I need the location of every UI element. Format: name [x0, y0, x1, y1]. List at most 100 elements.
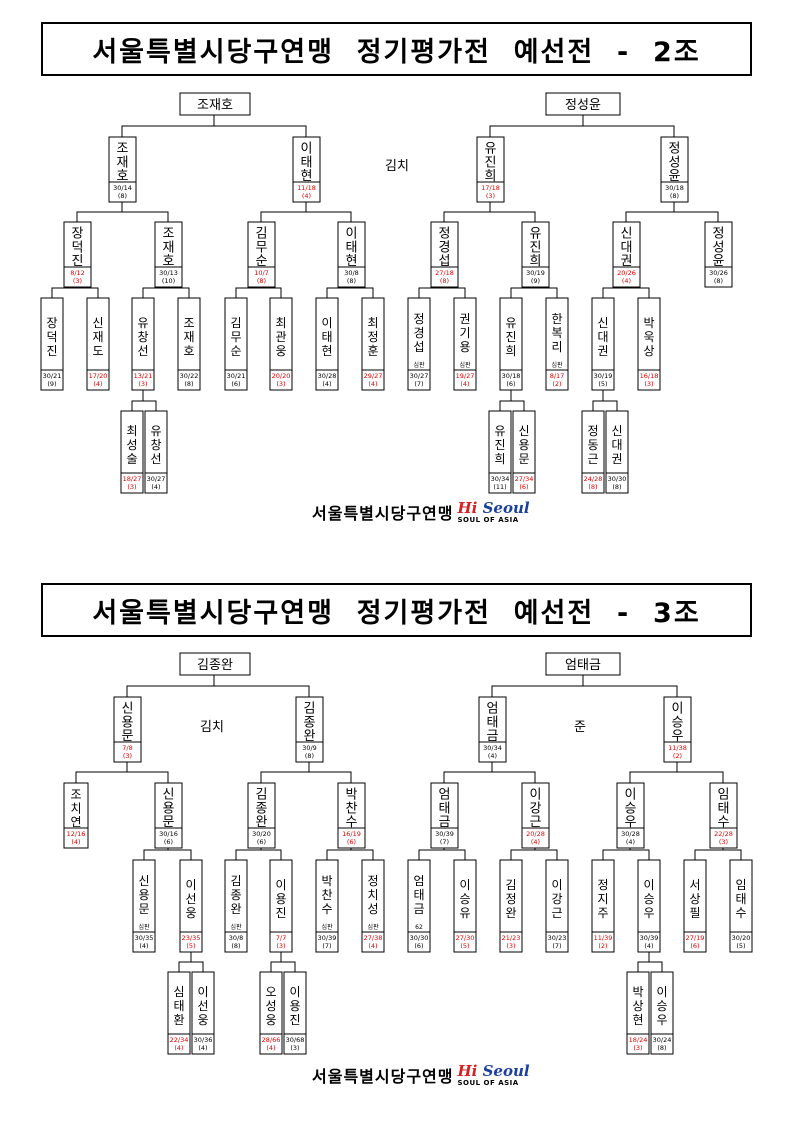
player-rank: (6)	[690, 942, 699, 950]
footer-brand: 서울특별시당구연맹	[312, 1067, 454, 1086]
player-score: 30/18	[665, 184, 684, 192]
player-rank: (8)	[118, 192, 127, 200]
player-box-frame	[637, 859, 661, 953]
player-box-frame	[660, 136, 689, 203]
bracket-connector	[489, 125, 675, 137]
player-score: 11/38	[668, 744, 687, 752]
player-box-frame	[154, 782, 183, 849]
player-rank: (6)	[347, 838, 356, 846]
player-score: 30/21	[227, 372, 246, 380]
player-rank: (2)	[552, 380, 561, 388]
player-score: 30/35	[135, 934, 154, 942]
player-tag: 심판	[321, 923, 333, 931]
player-rank: (9)	[47, 380, 56, 388]
player-rank: (4)	[174, 1044, 183, 1052]
bracket-connector	[443, 771, 536, 783]
bracket-connector	[143, 849, 192, 860]
player-score: 27/30	[456, 934, 475, 942]
player-rank: (5)	[598, 380, 607, 388]
bracket-connector	[625, 211, 719, 222]
player-box-frame	[292, 136, 321, 203]
bracket-connector	[491, 685, 678, 697]
logo-seoul: Seoul	[482, 1061, 530, 1080]
player-rank: (3)	[276, 380, 285, 388]
player-score: 8/17	[550, 372, 565, 380]
player-rank: (3)	[276, 942, 285, 950]
player-rank: (6)	[519, 483, 528, 491]
bracket-connector	[126, 685, 310, 697]
player-score: 30/21	[43, 372, 62, 380]
bracket-connector	[326, 849, 374, 860]
player-box-frame	[315, 297, 339, 391]
player-rank: (8)	[305, 752, 314, 760]
player-rank: (4)	[460, 380, 469, 388]
bracket-note: 준	[574, 720, 586, 735]
bracket-note: 김치	[385, 159, 409, 174]
player-box-frame	[108, 136, 137, 203]
player-score: 23/35	[182, 934, 201, 942]
player-score: 30/30	[608, 475, 627, 483]
player-box-frame	[407, 859, 431, 953]
bracket-connector	[510, 849, 558, 860]
player-score: 18/24	[629, 1036, 648, 1044]
player-score: 30/34	[491, 475, 510, 483]
player-rank: (8)	[257, 277, 266, 285]
player-score: 17/18	[481, 184, 500, 192]
section-title: 서울특별시당구연맹 정기평가전 예선전 - 2조	[41, 22, 752, 76]
bracket-connector	[418, 287, 466, 298]
player-box-frame	[361, 297, 385, 391]
player-rank: (7)	[552, 942, 561, 950]
player-box-frame	[295, 696, 324, 763]
player-rank: (6)	[414, 942, 423, 950]
player-score: 30/28	[621, 830, 640, 838]
player-score: 27/38	[364, 934, 383, 942]
player-score: 30/23	[548, 934, 567, 942]
player-score: 17/20	[89, 372, 108, 380]
bracket-connector	[418, 849, 466, 860]
player-box-frame	[247, 782, 276, 849]
player-score: 30/19	[594, 372, 613, 380]
player-rank: (5)	[460, 942, 469, 950]
player-score: 30/24	[653, 1036, 672, 1044]
final-name: 엄태금	[565, 658, 601, 673]
bracket-connector	[235, 287, 282, 298]
player-box-frame	[269, 859, 293, 953]
player-score: 22/34	[170, 1036, 189, 1044]
player-rank: (5)	[736, 942, 745, 950]
player-rank: (4)	[322, 380, 331, 388]
player-score: 30/20	[252, 830, 271, 838]
player-rank: (8)	[440, 277, 449, 285]
player-score: 28/66	[262, 1036, 281, 1044]
